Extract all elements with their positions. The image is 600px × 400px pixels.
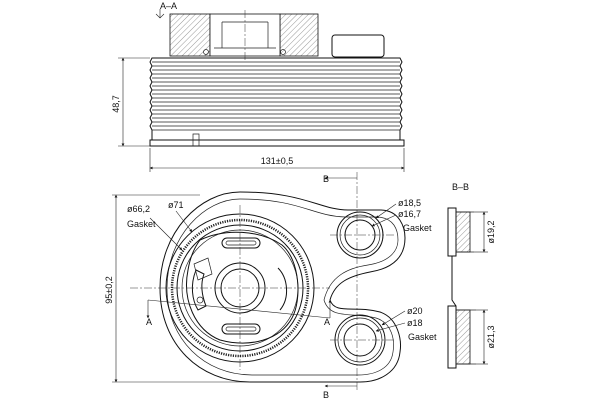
gasket-top-label: Gasket — [403, 223, 432, 233]
dia-167-label: ø16,7 — [398, 209, 421, 219]
dia-213-label: ø21,3 — [486, 325, 496, 348]
bb-connector — [451, 256, 457, 307]
small-hole — [196, 296, 204, 304]
drain-pin — [192, 133, 200, 146]
collar-hatch-left — [169, 13, 211, 57]
gasket-left-label: Gasket — [127, 219, 156, 229]
bb-upper-seal — [455, 211, 471, 253]
section-b-top-label: B — [323, 174, 329, 184]
slot-right — [277, 267, 287, 311]
gasket-bottom-label: Gasket — [408, 332, 437, 342]
section-b-line: B B — [323, 172, 358, 400]
slot-top — [221, 237, 261, 249]
center-plate — [186, 231, 299, 344]
height-dim-label: 48,7 — [111, 95, 121, 113]
dia-20-label: ø20 — [407, 306, 423, 316]
bb-lower-seal — [455, 309, 471, 365]
width-dim-label: 131±0,5 — [261, 156, 293, 166]
section-a-left-label: A — [146, 317, 152, 327]
oring-left — [203, 49, 209, 55]
slot-bottom — [221, 323, 261, 335]
slot-left — [191, 269, 207, 311]
section-a-right-label: A — [324, 317, 330, 327]
section-arrow-icon — [155, 9, 165, 19]
fin-lines — [152, 61, 400, 131]
dia-185-label: ø18,5 — [398, 198, 421, 208]
bb-upper-body — [447, 207, 457, 257]
oring-right — [280, 49, 286, 55]
height-95-label: 95±0,2 — [104, 276, 114, 303]
section-aa-title: A–A — [160, 1, 177, 11]
collar-hatch-right — [279, 13, 319, 57]
side-boss — [331, 34, 385, 58]
section-bb-title: B–B — [452, 182, 469, 192]
dia-662-label: ø66,2 — [127, 204, 150, 214]
base-plate — [149, 139, 405, 147]
dia-192-label: ø19,2 — [486, 220, 496, 243]
section-bb-view: B–B ø19,2 ø21,3 — [447, 182, 496, 369]
dia-71-label: ø71 — [168, 200, 184, 210]
bb-lower-body — [447, 305, 457, 369]
dia-18-label: ø18 — [407, 318, 423, 328]
section-aa-view: 48,7 131±0,5 A–A — [111, 1, 405, 172]
plan-view: A A 95±0,2 ø66,2 Gasket ø71 ø18,5 ø16,7 … — [104, 191, 437, 383]
section-b-bottom-label: B — [323, 390, 329, 400]
